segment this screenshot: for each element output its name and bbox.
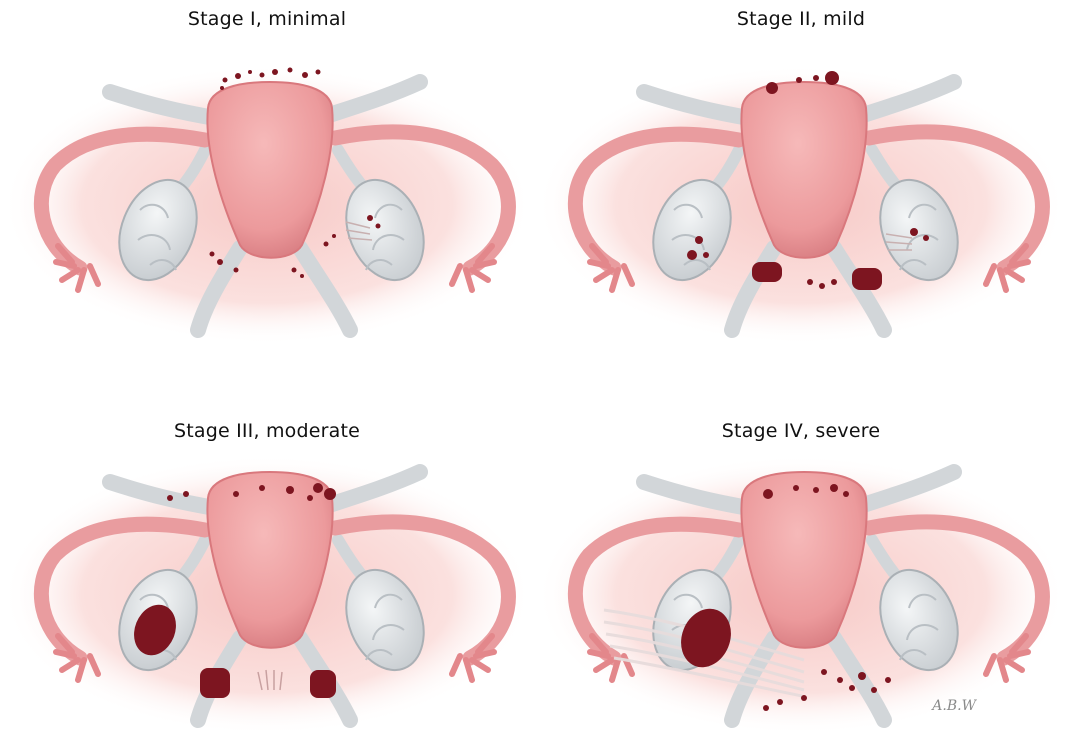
stage-2-panel: Stage II, mild <box>534 0 1068 370</box>
stage-1-illustration <box>0 0 534 370</box>
stage-4-illustration <box>534 370 1068 740</box>
stage-2-illustration <box>534 0 1068 370</box>
stage-3-panel: Stage III, moderate <box>0 370 534 740</box>
artist-signature: A.B.W <box>932 698 976 714</box>
stage-3-illustration <box>0 370 534 740</box>
stage-1-panel: Stage I, minimal <box>0 0 534 370</box>
stage-4-panel: Stage IV, severe A.B.W <box>534 370 1068 740</box>
